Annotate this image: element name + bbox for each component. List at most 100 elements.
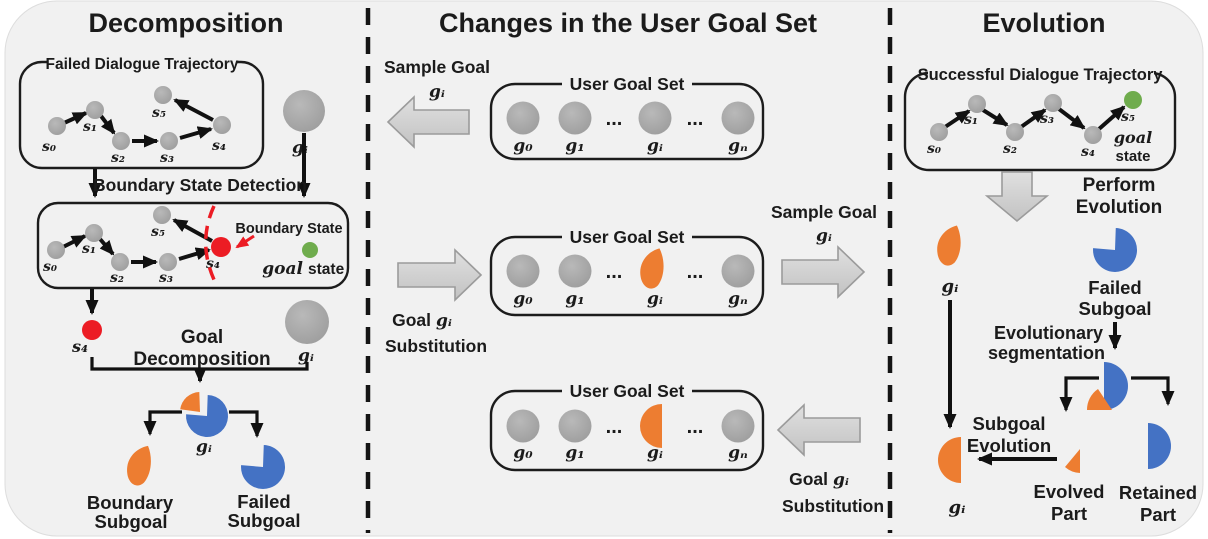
evolutionary-segmentation-label1: Evolutionary xyxy=(994,323,1103,343)
failed-subgoal-right-label1: Failed xyxy=(1088,277,1141,298)
boundary-state-detection-label: Boundary State Detection xyxy=(93,175,307,195)
successful-trajectory-label-patch xyxy=(928,65,1154,83)
state-label-s3: s₃ xyxy=(160,150,174,166)
block-arrow-sample-goal-top xyxy=(386,95,470,149)
goal-1-gn xyxy=(721,101,755,135)
state-node-s0 xyxy=(48,117,66,135)
state2-node-s2 xyxy=(111,253,129,271)
goal-2-gi-label: gᵢ xyxy=(647,289,663,309)
user-goal-set-1-title: User Goal Set xyxy=(570,74,685,94)
segmented-blue-part xyxy=(1104,362,1128,410)
failed-subgoal-shape-right xyxy=(1093,228,1138,272)
edge-s1-s2 xyxy=(99,114,116,135)
failed-subgoal-label2: Subgoal xyxy=(228,510,301,531)
failed-trajectory-label-patch xyxy=(48,54,236,72)
state-node-s3 xyxy=(160,132,178,150)
retained-part-label1: Retained xyxy=(1119,482,1197,503)
state-label-s0: s₀ xyxy=(42,139,56,155)
evolved-goal-label: gᵢ xyxy=(949,497,966,518)
edge3-s2-s3 xyxy=(1019,108,1047,129)
edge3-s1-s2 xyxy=(981,108,1009,127)
goal-2-g1 xyxy=(558,254,592,288)
state3-label-s5: s₅ xyxy=(1121,109,1135,125)
edge2-s1-s2 xyxy=(98,237,115,256)
goal-circle-mid xyxy=(285,300,329,344)
state2-node-s0 xyxy=(47,241,65,259)
goal-3-g0 xyxy=(506,409,540,443)
goal-subst-bot-label1: Goal xyxy=(789,469,828,489)
goal-1-gi xyxy=(638,101,672,135)
edge2-s3-s4 xyxy=(178,247,211,261)
goal-3-g0-label: g₀ xyxy=(513,443,533,463)
retained-part-shape xyxy=(1148,423,1171,469)
goal-state3-word-state: state xyxy=(1115,148,1150,165)
user-goal-set-3-patch xyxy=(562,383,692,400)
state-node-s5 xyxy=(154,86,172,104)
perform-evolution-label1: Perform xyxy=(1083,175,1156,196)
state3-label-s1: s₁ xyxy=(964,112,978,128)
sample-goal-mid-label2: gᵢ xyxy=(816,226,832,246)
goal-3-g1 xyxy=(558,409,592,443)
user-goal-set-2-title: User Goal Set xyxy=(570,227,685,247)
state2-label-s3: s₃ xyxy=(159,270,173,286)
arrow-to-retained-part xyxy=(1131,376,1175,406)
goal-2-dots2: ... xyxy=(687,261,704,283)
edge3-s3-s4 xyxy=(1057,107,1086,130)
boundary-subgoal-label1: Boundary xyxy=(87,492,174,513)
goal-3-dots2: ... xyxy=(687,416,704,438)
goal-subst-mid-label1: Goal xyxy=(392,310,431,330)
block-arrow-sample-goal-mid xyxy=(781,245,866,299)
failed-subgoal-label1: Failed xyxy=(237,491,290,512)
state3-node-s1 xyxy=(968,95,986,113)
state-label-s1: s₁ xyxy=(83,119,97,135)
user-goal-set-3-title: User Goal Set xyxy=(570,381,685,401)
goal-3-g1-label: g₁ xyxy=(565,443,584,463)
boundary-state-extracted-label: s₄ xyxy=(71,337,88,356)
arrow-to-failed-subgoal xyxy=(229,410,264,438)
boundary-state-callout: Boundary State xyxy=(235,221,342,237)
sample-goal-mid-label1: Sample Goal xyxy=(771,202,877,222)
goal-decomposition-label1: Goal xyxy=(181,327,223,348)
evolution-title: Evolution xyxy=(983,8,1106,38)
pie-gi-label: gᵢ xyxy=(196,437,212,457)
perform-evolution-label2: Evolution xyxy=(1076,197,1163,218)
edge2-s0-s1 xyxy=(62,234,87,249)
arrow-to-evolved-part xyxy=(1059,376,1099,412)
goal-3-gi-halfcircle xyxy=(640,404,662,448)
user-goal-set-1-patch xyxy=(562,76,692,93)
goal-2-g1-label: g₁ xyxy=(565,289,584,309)
gi-wedge-top-label: gᵢ xyxy=(942,276,959,297)
boundary-state-pointer xyxy=(235,234,255,249)
boundary-state-node xyxy=(211,237,231,257)
goal-state-node xyxy=(1124,91,1142,109)
goal-circle-top xyxy=(283,90,325,132)
sample-goal-top-label1: Sample Goal xyxy=(384,57,490,77)
goal-subst-bot-label1b: gᵢ xyxy=(833,470,849,490)
goal-2-dots1: ... xyxy=(606,261,623,283)
goal-state-word-goal: goal xyxy=(262,259,303,279)
evolved-part-shape xyxy=(1065,449,1080,473)
evolved-goal-shape xyxy=(938,437,961,483)
goal-3-gn-label: gₙ xyxy=(728,443,748,463)
evolved-part-label1: Evolved xyxy=(1034,481,1105,502)
failed-subgoal-right-label2: Subgoal xyxy=(1079,298,1152,319)
state-node-s2 xyxy=(112,132,130,150)
state2-label-s1: s₁ xyxy=(82,241,96,257)
boundary-state-arc xyxy=(204,205,219,287)
edge3-s4-s5 xyxy=(1097,105,1126,131)
goal-state3-word-goal: goal xyxy=(1114,128,1152,147)
edge-s3-s4 xyxy=(179,126,213,140)
state3-node-s2 xyxy=(1006,123,1024,141)
pie-blue-part xyxy=(186,395,229,437)
state3-label-s2: s₂ xyxy=(1003,141,1017,157)
block-arrow-goal-substitution-bottom xyxy=(776,403,861,457)
goal-2-gi-wedge xyxy=(640,248,664,289)
goal-state-word-state: state xyxy=(308,261,345,278)
pie-orange-part xyxy=(180,392,200,412)
state2-node-s1 xyxy=(85,224,103,242)
failed-subgoal-shape xyxy=(241,445,286,489)
sample-goal-top-label2: gᵢ xyxy=(429,82,445,102)
edge3-s0-s1 xyxy=(943,109,971,129)
goal-1-gn-label: gₙ xyxy=(728,136,748,156)
state3-label-s0: s₀ xyxy=(927,141,941,157)
